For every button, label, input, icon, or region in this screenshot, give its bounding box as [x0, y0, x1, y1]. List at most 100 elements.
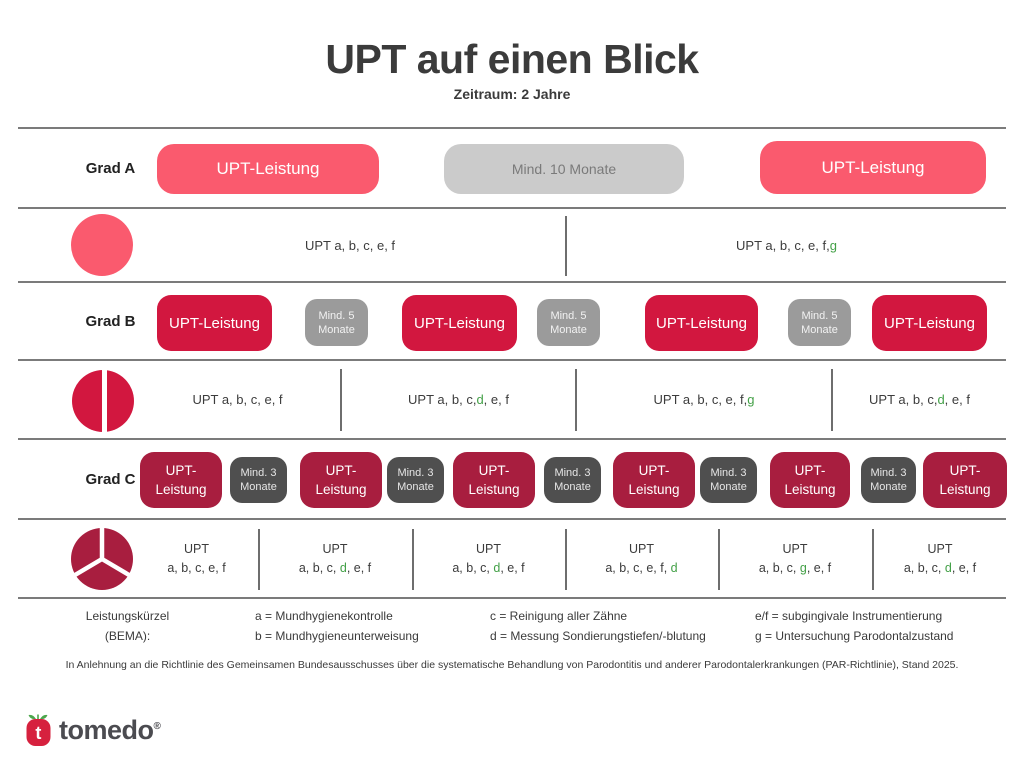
button-line1: UPT- [165, 463, 197, 478]
button-line1: UPT- [478, 463, 510, 478]
upt-leistung-button: UPT- Leistung [140, 452, 222, 508]
interval-pill-3-monate: Mind. 3 Monate [544, 457, 601, 503]
legend-title-line1: Leistungskürzel [85, 609, 170, 623]
upt-leistung-button: UPT- Leistung [453, 452, 535, 508]
interval-pill-3-monate: Mind. 3 Monate [861, 457, 916, 503]
registered-mark: ® [153, 720, 161, 732]
interval-line1: Mind. 3 [710, 467, 747, 479]
upt-codes: a, b, c, g, e, f [758, 560, 832, 575]
interval-line2: Monate [240, 481, 277, 493]
upt-label: UPT [322, 541, 348, 556]
grade-b-label: Grad B [85, 312, 136, 330]
interval-pill-10-monate: Mind. 10 Monate [444, 144, 684, 194]
grade-a-codes-row: UPT a, b, c, e, f UPT a, b, c, e, f, g [18, 207, 1006, 281]
upt-leistung-button: UPT-Leistung [760, 141, 986, 194]
legend-code-g: g = Untersuchung Parodontalzustand [755, 629, 954, 643]
interval-line1: Mind. 5 [318, 309, 355, 322]
interval-pill-3-monate: Mind. 3 Monate [700, 457, 757, 503]
interval-pill-3-monate: Mind. 3 Monate [230, 457, 287, 503]
interval-line2: Monate [550, 323, 587, 336]
upt-codes-cell: UPT a, b, c, d, e, f [874, 520, 1006, 597]
grade-b-circle-icon [72, 370, 134, 432]
button-line2: Leistung [784, 482, 836, 497]
footnote: In Anlehnung an die Richtlinie des Gemei… [65, 659, 959, 671]
interval-line1: Mind. 3 [397, 467, 434, 479]
tomedo-tomato-icon: t [26, 714, 51, 746]
button-line2: Leistung [628, 482, 680, 497]
upt-leistung-button: UPT- Leistung [613, 452, 695, 508]
upt-leistung-button: UPT- Leistung [300, 452, 382, 508]
divider [718, 529, 720, 590]
button-line1: UPT- [325, 463, 357, 478]
upt-leistung-button: UPT- Leistung [923, 452, 1007, 508]
grade-a-row: Grad A UPT-Leistung Mind. 10 Monate UPT-… [18, 127, 1006, 207]
legend-row: Leistungskürzel (BEMA): a = Mundhygienek… [18, 597, 1006, 649]
page-title: UPT auf einen Blick [325, 36, 699, 82]
legend-codes-efg: e/f = subgingivale Instrumentierung g = … [755, 606, 953, 646]
legend-codes-ab: a = Mundhygienekontrolle b = Mundhygiene… [255, 606, 419, 646]
divider [340, 369, 342, 431]
upt-leistung-button: UPT-Leistung [402, 295, 517, 351]
upt-codes-cell: UPT a, b, c, e, f [304, 237, 396, 253]
upt-label: UPT [782, 541, 808, 556]
upt-codes: a, b, c, d, e, f [298, 560, 372, 575]
button-line1: UPT- [949, 463, 981, 478]
svg-text:t: t [35, 723, 41, 743]
upt-label: UPT [476, 541, 501, 556]
interval-line2: Monate [870, 481, 907, 493]
upt-codes-cell: UPT a, b, c, g, e, f [720, 520, 870, 597]
upt-codes-cell: UPT a, b, c, e, f, g [653, 392, 755, 407]
upt-codes: a, b, c, d, e, f [452, 560, 525, 575]
upt-codes: a, b, c, e, f [167, 560, 226, 575]
upt-label: UPT [184, 541, 209, 556]
upt-leistung-button: UPT- Leistung [770, 452, 850, 508]
grade-a-label: Grad A [85, 159, 136, 177]
legend-code-ef: e/f = subgingivale Instrumentierung [755, 609, 943, 623]
grade-a-circle-icon [71, 214, 133, 276]
grade-c-row: Grad C UPT- Leistung Mind. 3 Monate UPT-… [18, 438, 1007, 518]
divider [412, 529, 414, 590]
interval-pill-3-monate: Mind. 3 Monate [387, 457, 444, 503]
upt-codes-cell: UPT a, b, c, d, e, f [869, 392, 970, 407]
page-subtitle: Zeitraum: 2 Jahre [453, 86, 571, 102]
upt-codes-cell: UPT a, b, c, e, f, g [736, 237, 837, 253]
interval-line2: Monate [554, 481, 591, 493]
interval-line2: Monate [397, 481, 434, 493]
interval-line2: Monate [801, 323, 838, 336]
upt-leistung-button: UPT-Leistung [645, 295, 758, 351]
grade-b-row: Grad B UPT-Leistung Mind. 5 Monate UPT-L… [18, 281, 1006, 359]
interval-pill-5-monate: Mind. 5 Monate [788, 299, 851, 346]
logo-name: tomedo [59, 714, 154, 745]
interval-pill-5-monate: Mind. 5 Monate [305, 299, 368, 346]
upt-codes-cell: UPT a, b, c, e, f [135, 520, 258, 597]
divider [565, 216, 567, 276]
interval-line1: Mind. 3 [554, 467, 591, 479]
interval-line1: Mind. 5 [550, 309, 587, 322]
interval-line2: Monate [710, 481, 747, 493]
legend-title: Leistungskürzel (BEMA): [60, 606, 195, 646]
upt-label: UPT [927, 541, 953, 556]
upt-label: UPT [629, 541, 654, 556]
tomedo-wordmark: tomedo® [59, 714, 161, 746]
upt-codes-cell: UPT a, b, c, d, e, f [408, 392, 509, 407]
button-line2: Leistung [155, 482, 207, 497]
grade-c-circle-icon [71, 528, 133, 590]
upt-codes: a, b, c, d, e, f [903, 560, 977, 575]
divider [565, 529, 567, 590]
button-line1: UPT- [794, 463, 826, 478]
legend-title-line2: (BEMA): [104, 629, 151, 643]
interval-line1: Mind. 3 [870, 467, 907, 479]
divider [575, 369, 577, 431]
interval-line1: Mind. 3 [240, 467, 277, 479]
grade-b-codes-row: UPT a, b, c, e, f UPT a, b, c, d, e, f U… [18, 359, 1006, 438]
divider [831, 369, 833, 431]
upt-codes-cell: UPT a, b, c, e, f, d [567, 520, 716, 597]
legend-code-d: d = Messung Sondierungstiefen/-blutung [490, 629, 706, 643]
upt-leistung-button: UPT-Leistung [157, 295, 272, 351]
interval-line2: Monate [318, 323, 355, 336]
upt-codes-cell: UPT a, b, c, d, e, f [260, 520, 410, 597]
divider [872, 529, 874, 590]
upt-codes-cell: UPT a, b, c, e, f [192, 392, 283, 407]
legend-code-c: c = Reinigung aller Zähne [490, 609, 628, 623]
